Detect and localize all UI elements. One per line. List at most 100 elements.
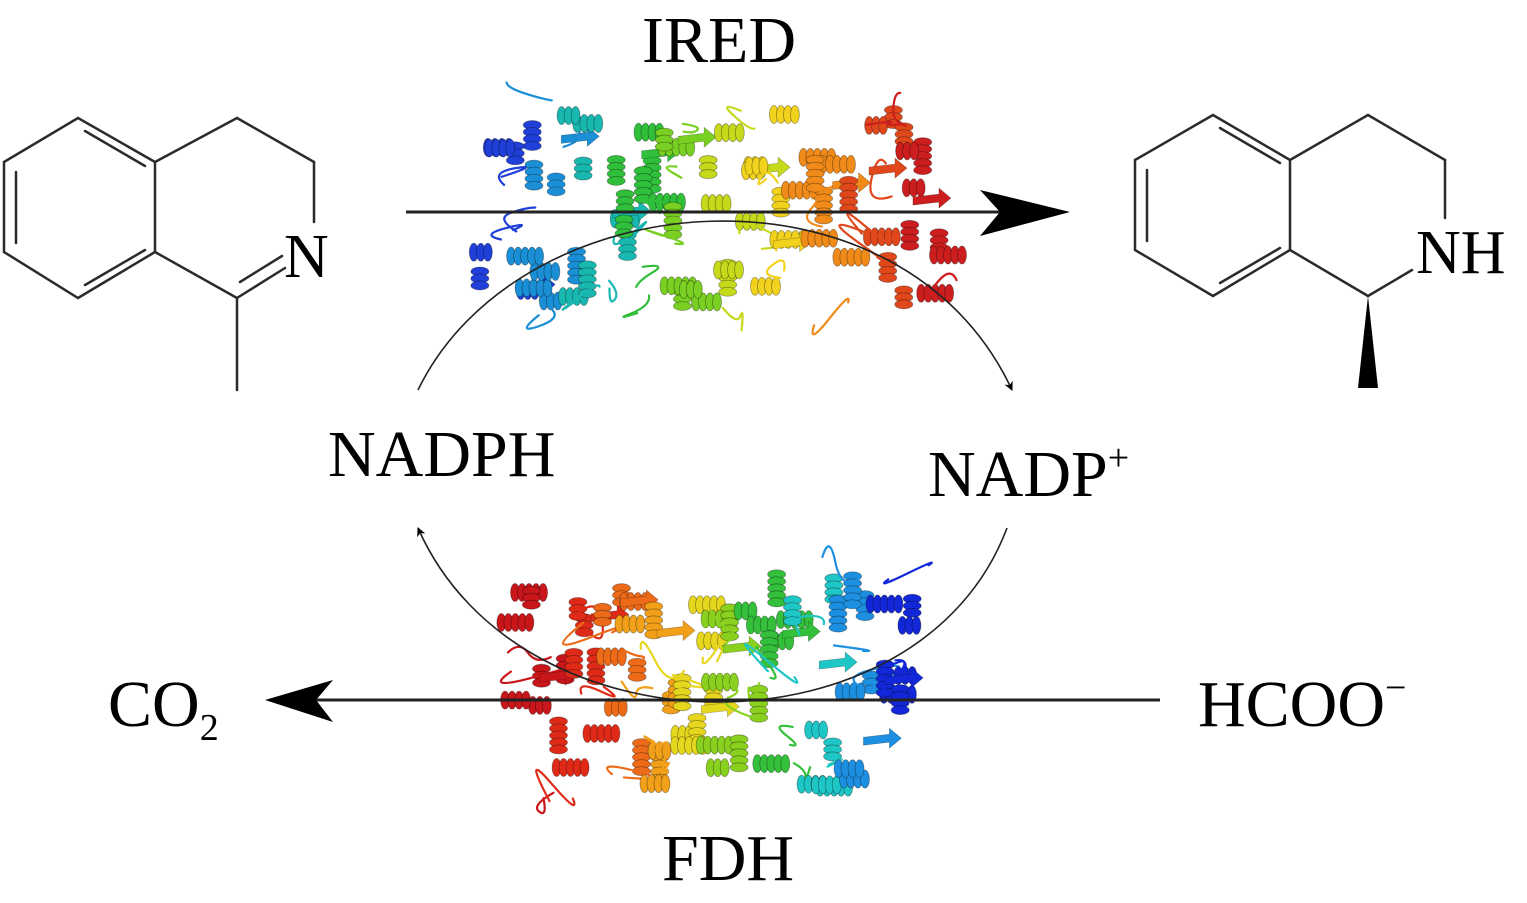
loop-strand	[795, 614, 826, 636]
loop-strand	[811, 297, 850, 336]
formate-charge: −	[1385, 667, 1407, 709]
helix-coil	[603, 697, 628, 717]
helix-coil	[929, 245, 967, 265]
loop-strand	[821, 545, 860, 584]
loop-strand	[726, 105, 756, 130]
helix-coil	[752, 754, 791, 774]
helix-coil	[615, 189, 635, 214]
helix-coil	[606, 154, 626, 186]
loop-strand	[646, 198, 665, 215]
helix-coil	[783, 595, 802, 627]
helix-coil	[744, 156, 769, 176]
helix-coil	[713, 123, 745, 143]
loop-strand	[635, 264, 660, 289]
helix-coil	[701, 672, 739, 692]
loop-strand	[929, 272, 958, 299]
loop-strand	[561, 284, 601, 311]
helix-coil	[705, 758, 730, 778]
beta-strand	[818, 651, 858, 673]
loop-strand	[620, 680, 654, 699]
ired-label: IRED	[642, 4, 796, 77]
helix-coil	[593, 602, 612, 627]
loop-strand	[845, 212, 892, 243]
loop-strand	[671, 673, 706, 690]
loop-strand	[747, 682, 761, 705]
helix-coil	[834, 682, 866, 702]
helix-coil	[810, 775, 842, 795]
loop-strand	[490, 223, 523, 241]
helix-coil	[895, 141, 920, 161]
formate-label: HCOO−	[1198, 667, 1407, 741]
loop-strand	[757, 171, 779, 186]
loop-strand	[608, 279, 618, 303]
helix-coil	[901, 178, 926, 198]
helix-coil	[522, 120, 542, 151]
helix-coil	[614, 614, 646, 634]
ired-protein-image	[468, 81, 967, 336]
helix-coil	[805, 154, 825, 193]
loop-strand	[721, 306, 744, 332]
nadph-label: NADPH	[328, 418, 556, 491]
beta-strand	[863, 727, 902, 749]
helix-coil	[804, 720, 829, 740]
beta-strand	[656, 619, 696, 642]
oxidation-arrow-head	[265, 680, 333, 722]
loop-strand	[755, 645, 777, 680]
helix-coil	[913, 137, 933, 176]
co2-subscript: 2	[199, 707, 219, 749]
helix-coil	[688, 595, 726, 615]
beta-strand	[677, 126, 717, 148]
loop-strand	[833, 644, 871, 653]
helix-coil	[713, 260, 744, 280]
helix-coil	[529, 262, 561, 281]
loop-strand	[883, 561, 933, 585]
helix-coil	[524, 159, 544, 191]
loop-strand	[535, 768, 576, 807]
helix-coil	[800, 228, 839, 248]
helix-coil	[823, 737, 842, 762]
helix-coil	[577, 260, 597, 299]
stereo-wedge-bond	[1358, 296, 1378, 388]
helix-coil	[897, 616, 922, 635]
loop-strand	[681, 122, 700, 134]
loop-strand	[579, 685, 616, 698]
helix-coil	[733, 601, 758, 621]
helix-coil	[902, 593, 922, 618]
loop-strand	[869, 158, 893, 200]
helix-coil	[691, 292, 722, 312]
helix-coil	[564, 647, 584, 679]
helix-coil	[900, 219, 920, 251]
loop-strand	[892, 91, 908, 127]
helix-coil	[595, 647, 627, 667]
helix-coil	[894, 285, 914, 310]
helix-coil	[750, 276, 781, 296]
helix-coil	[818, 154, 856, 174]
helix-coil	[832, 247, 871, 267]
helix-coil	[573, 156, 593, 181]
loop-strand	[654, 741, 670, 772]
beta-strand	[782, 620, 821, 643]
helix-coil	[833, 759, 865, 779]
loop-strand	[838, 223, 886, 263]
helix-coil	[468, 242, 493, 262]
helix-coil	[521, 585, 541, 610]
helix-coil	[767, 569, 787, 608]
helix-coil	[627, 657, 647, 682]
loop-strand	[778, 724, 797, 747]
loop-strand	[665, 165, 683, 179]
helix-coil	[828, 594, 848, 633]
helix-coil	[695, 735, 734, 755]
helix-coil	[843, 571, 862, 610]
helix-coil	[470, 266, 490, 291]
product-amine-label: NH	[1416, 219, 1506, 287]
loop-strand	[805, 194, 823, 228]
fdh-label: FDH	[662, 822, 795, 895]
loop-strand	[623, 649, 646, 666]
helix-coil	[698, 155, 718, 179]
helix-coil	[484, 138, 516, 158]
co2-label: CO2	[108, 668, 219, 749]
loop-strand	[639, 640, 686, 680]
beta-strand	[884, 667, 924, 689]
